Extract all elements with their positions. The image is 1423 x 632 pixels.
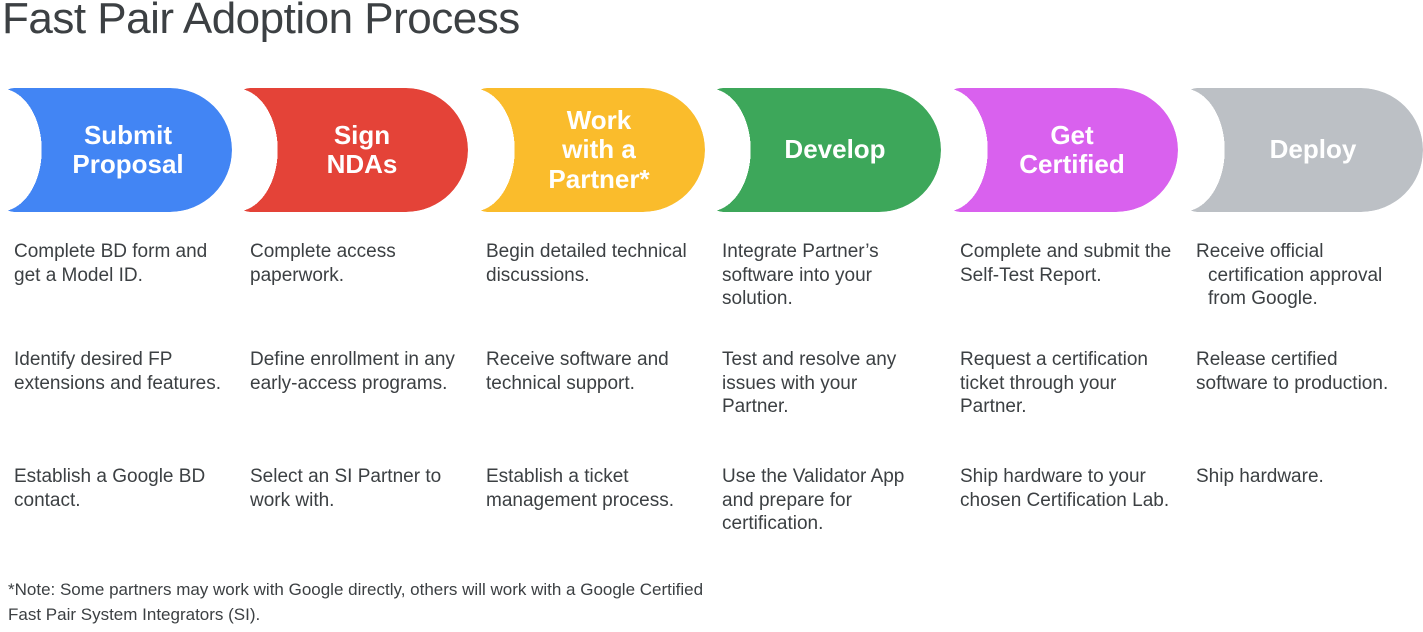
page-title: Fast Pair Adoption Process xyxy=(2,0,520,43)
process-step-banner-work-with-a-partner[interactable]: Work with a Partner* xyxy=(473,88,705,212)
process-step-item: Complete access paperwork. xyxy=(250,241,396,286)
process-step-label-submit-proposal: Submit Proposal xyxy=(72,119,184,179)
process-step-item: Release certified software to production… xyxy=(1196,349,1389,394)
process-step-item: Select an SI Partner to work with. xyxy=(250,466,442,511)
process-step-item: Request a certification ticket through y… xyxy=(960,349,1148,417)
process-step-item: Ship hardware. xyxy=(1196,466,1324,487)
process-step-label-deploy: Deploy xyxy=(1269,134,1357,165)
process-step-item: Ship hardware to your chosen Certificati… xyxy=(960,466,1170,511)
process-step-item: Use the Validator App and prepare for ce… xyxy=(722,466,905,534)
process-step-item: Complete and submit the Self-Test Report… xyxy=(960,241,1172,286)
footnote: *Note: Some partners may work with Googl… xyxy=(8,580,704,624)
process-step-banner-get-certified[interactable]: Get Certified xyxy=(946,88,1178,212)
process-step-item: Establish a Google BD contact. xyxy=(14,466,206,511)
process-step-item: Test and resolve any issues with your Pa… xyxy=(722,349,897,417)
process-step-label-work-with-a-partner: Work with a Partner* xyxy=(548,105,650,194)
process-step-item: Receive software and technical support. xyxy=(486,349,669,394)
process-step-banner-sign-ndas[interactable]: Sign NDAs xyxy=(236,88,468,212)
process-step-item: Define enrollment in any early-access pr… xyxy=(250,349,455,394)
process-step-banner-develop[interactable]: Develop xyxy=(709,88,941,212)
process-step-item: Establish a ticket management process. xyxy=(486,466,674,511)
process-banner-row: Submit Proposal Sign NDAs Work with a Part… xyxy=(0,88,1423,212)
process-step-item: Identify desired FP extensions and featu… xyxy=(14,349,222,394)
process-step-item: Integrate Partner’s software into your s… xyxy=(722,241,879,309)
process-columns: Complete BD form and get a Model ID. Iden… xyxy=(0,240,1423,560)
process-step-label-get-certified: Get Certified xyxy=(1019,119,1125,179)
process-step-item: Receive official certification approval … xyxy=(1196,241,1383,309)
process-step-item: Begin detailed technical discussions. xyxy=(486,241,687,286)
process-step-label-develop: Develop xyxy=(784,134,886,165)
process-step-banner-submit-proposal[interactable]: Submit Proposal xyxy=(0,88,232,212)
process-step-banner-deploy[interactable]: Deploy xyxy=(1183,88,1423,212)
process-step-label-sign-ndas: Sign NDAs xyxy=(326,119,398,179)
process-step-item: Complete BD form and get a Model ID. xyxy=(14,241,208,286)
